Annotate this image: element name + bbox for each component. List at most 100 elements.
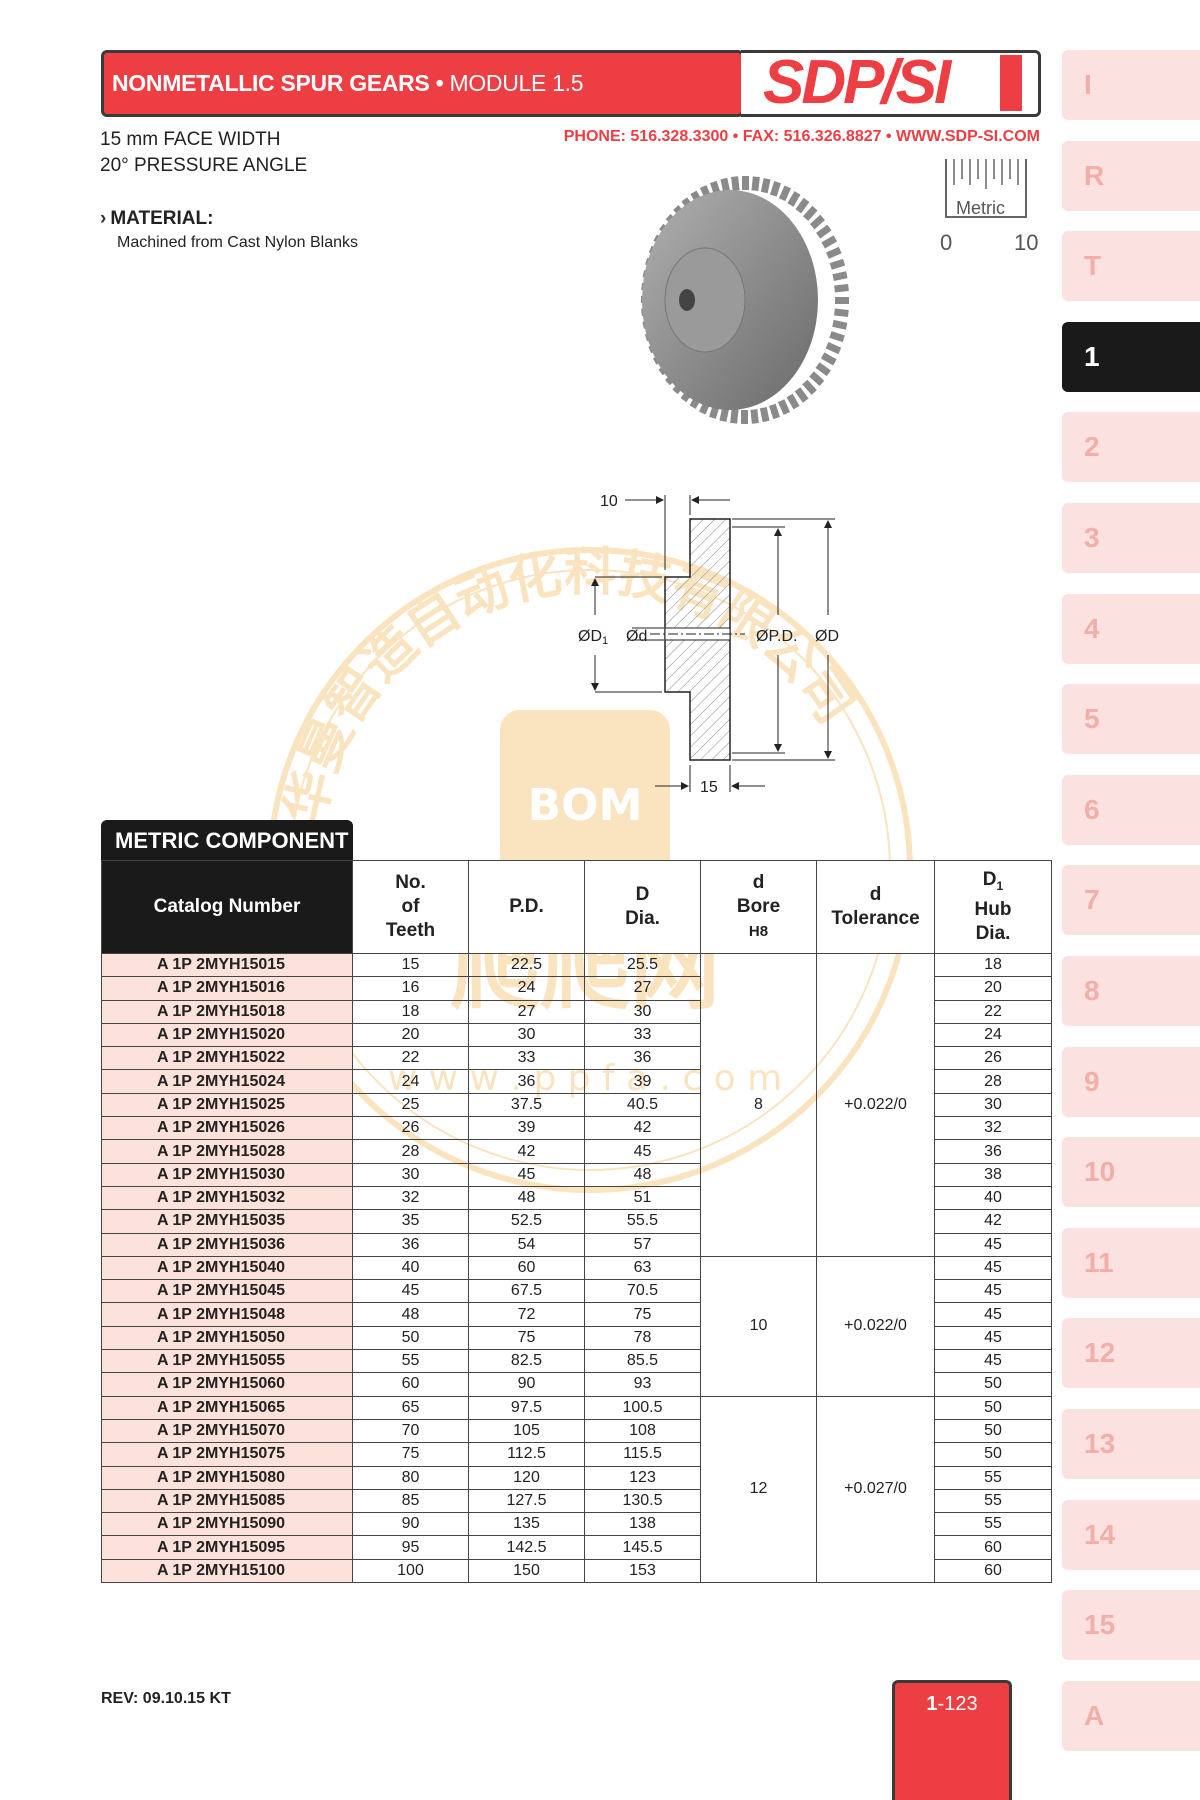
- hub-diameter: 60: [934, 1558, 1052, 1584]
- pitch-diameter: 135: [468, 1512, 585, 1537]
- tab-a[interactable]: A: [1062, 1680, 1200, 1751]
- hub-diameter: 32: [934, 1116, 1052, 1141]
- tab-14[interactable]: 14: [1062, 1499, 1200, 1570]
- tab-15[interactable]: 15: [1062, 1590, 1200, 1661]
- title-banner: NONMETALLIC SPUR GEARS • MODULE 1.5: [101, 50, 744, 117]
- outside-diameter: 115.5: [584, 1442, 701, 1467]
- outside-diameter: 108: [584, 1418, 701, 1444]
- tab-9[interactable]: 9: [1062, 1046, 1200, 1117]
- tab-i[interactable]: I: [1062, 50, 1200, 120]
- tab-12[interactable]: 12: [1062, 1318, 1200, 1389]
- hub-diameter: 45: [934, 1255, 1052, 1281]
- teeth-count: 32: [352, 1185, 469, 1211]
- pitch-diameter: 37.5: [468, 1092, 585, 1118]
- teeth-count: 55: [352, 1349, 469, 1374]
- bore-size: 8: [700, 953, 817, 1257]
- sdpsi-logo: SDP/SI: [763, 48, 951, 117]
- catalog-number: A 1P 2MYH15048: [101, 1302, 353, 1327]
- pitch-diameter: 54: [468, 1232, 585, 1257]
- tab-3[interactable]: 3: [1062, 503, 1200, 573]
- teeth-count: 36: [352, 1232, 469, 1257]
- tab-5[interactable]: 5: [1062, 684, 1200, 755]
- section-title: METRIC COMPONENT: [101, 820, 353, 862]
- pitch-diameter: 75: [468, 1325, 585, 1351]
- tab-10[interactable]: 10: [1062, 1137, 1200, 1208]
- tab-6[interactable]: 6: [1062, 774, 1200, 845]
- teeth-count: 60: [352, 1372, 469, 1397]
- tab-7[interactable]: 7: [1062, 865, 1200, 936]
- catalog-number: A 1P 2MYH15080: [101, 1465, 353, 1490]
- outside-diameter: 27: [584, 976, 701, 1001]
- outside-diameter: 100.5: [584, 1395, 701, 1420]
- pitch-diameter: 33: [468, 1046, 585, 1071]
- outside-diameter: 123: [584, 1465, 701, 1490]
- pitch-diameter: 36: [468, 1069, 585, 1094]
- tab-11[interactable]: 11: [1062, 1227, 1200, 1298]
- bore-tolerance: +0.027/0: [816, 1395, 935, 1584]
- hub-diameter: 20: [934, 976, 1052, 1001]
- tab-4[interactable]: 4: [1062, 593, 1200, 664]
- label-outside-dia: ØD: [815, 628, 839, 645]
- catalog-number: A 1P 2MYH15020: [101, 1022, 353, 1048]
- hub-diameter: 28: [934, 1069, 1052, 1094]
- page-title: NONMETALLIC SPUR GEARS • MODULE 1.5: [112, 70, 584, 97]
- pitch-diameter: 48: [468, 1185, 585, 1211]
- material-label: MATERIAL:: [110, 208, 214, 229]
- outside-diameter: 138: [584, 1512, 701, 1537]
- chevron-right-icon: ›: [100, 208, 107, 229]
- tab-13[interactable]: 13: [1062, 1409, 1200, 1479]
- teeth-count: 16: [352, 976, 469, 1001]
- teeth-count: 45: [352, 1279, 469, 1304]
- outside-diameter: 93: [584, 1372, 701, 1397]
- outside-diameter: 42: [584, 1116, 701, 1141]
- catalog-number: A 1P 2MYH15050: [101, 1325, 353, 1351]
- pitch-diameter: 22.5: [468, 952, 585, 978]
- teeth-count: 30: [352, 1162, 469, 1187]
- teeth-count: 50: [352, 1325, 469, 1351]
- tab-8[interactable]: 8: [1062, 956, 1200, 1026]
- outside-diameter: 45: [584, 1139, 701, 1164]
- catalog-number: A 1P 2MYH15032: [101, 1185, 353, 1211]
- outside-diameter: 70.5: [584, 1279, 701, 1304]
- teeth-count: 15: [352, 952, 469, 978]
- title-separator: •: [429, 70, 450, 96]
- outside-diameter: 55.5: [584, 1209, 701, 1234]
- catalog-number: A 1P 2MYH15024: [101, 1069, 353, 1094]
- hub-diameter: 55: [934, 1488, 1052, 1514]
- face-width-spec: 15 mm FACE WIDTH: [100, 129, 281, 150]
- tab-r[interactable]: R: [1062, 140, 1200, 211]
- outside-diameter: 30: [584, 999, 701, 1024]
- teeth-count: 22: [352, 1046, 469, 1071]
- bore-size: 10: [700, 1255, 817, 1397]
- hub-diameter: 42: [934, 1209, 1052, 1234]
- hub-diameter: 45: [934, 1302, 1052, 1327]
- hub-diameter: 36: [934, 1139, 1052, 1164]
- catalog-number: A 1P 2MYH15030: [101, 1162, 353, 1187]
- tab-1[interactable]: 1: [1062, 321, 1200, 392]
- outside-diameter: 75: [584, 1302, 701, 1327]
- dim-hub-width: 10: [600, 493, 618, 510]
- outside-diameter: 153: [584, 1558, 701, 1584]
- tab-2[interactable]: 2: [1062, 412, 1200, 483]
- catalog-number: A 1P 2MYH15070: [101, 1418, 353, 1444]
- hub-diameter: 45: [934, 1349, 1052, 1374]
- outside-diameter: 57: [584, 1232, 701, 1257]
- pitch-diameter: 82.5: [468, 1349, 585, 1374]
- gear-cross-section-drawing: 10 15 ØD1 Ød ØP.D. ØD: [578, 493, 839, 796]
- teeth-count: 26: [352, 1116, 469, 1141]
- tab-t[interactable]: T: [1062, 231, 1200, 302]
- pitch-diameter: 27: [468, 999, 585, 1024]
- teeth-count: 65: [352, 1395, 469, 1420]
